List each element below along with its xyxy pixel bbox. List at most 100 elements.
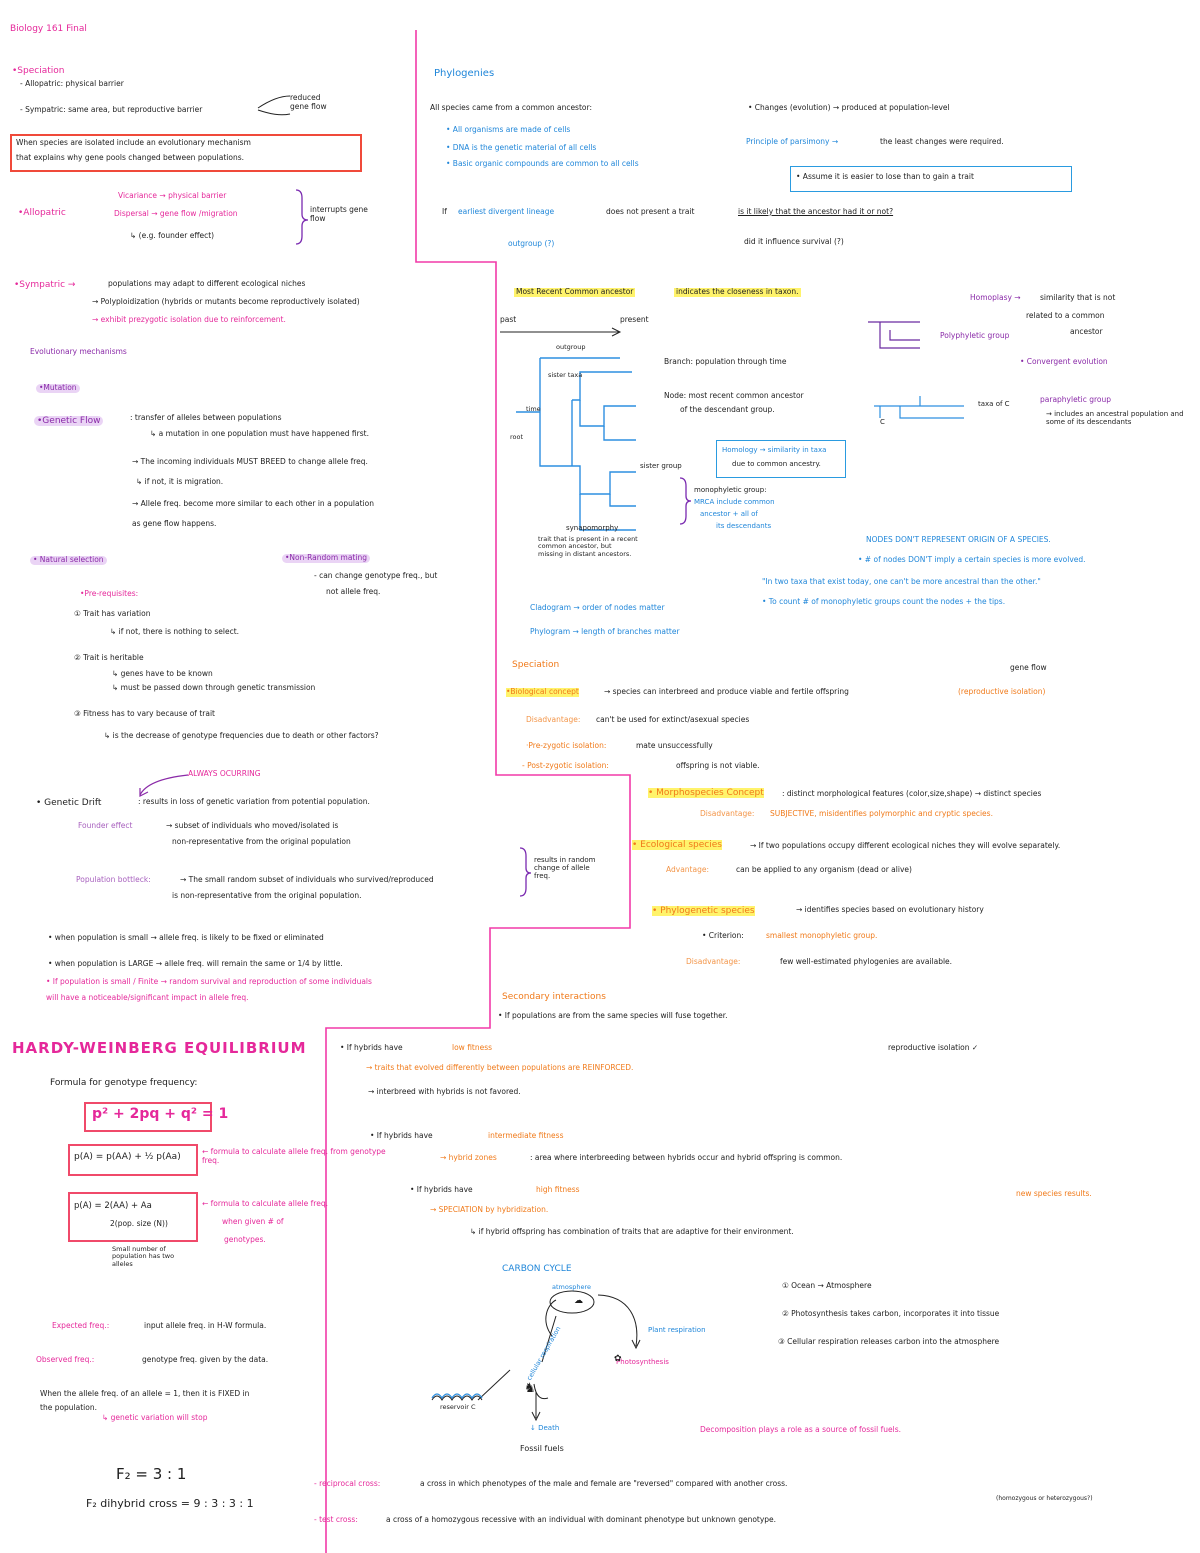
assume-box [790, 166, 1072, 192]
founder-eg: ↳ (e.g. founder effect) [130, 231, 215, 240]
taxa-c: taxa of C [978, 400, 1010, 408]
morphospecies: • Morphospecies Concept [648, 788, 764, 799]
tree-outgroup: outgroup [556, 343, 586, 351]
earliest-1: If [442, 207, 447, 216]
parsimony: Principle of parsimony → [746, 137, 839, 146]
observed-freq: Observed freq.: [36, 1355, 95, 1364]
homoplasy-def-1: similarity that is not [1040, 293, 1116, 302]
nodes-1: NODES DON'T REPRESENT ORIGIN OF A SPECIE… [866, 535, 1051, 544]
gf-3: → Allele freq. become more similar to ea… [132, 499, 374, 508]
founder-def-1: → subset of individuals who moved/isolat… [166, 821, 339, 830]
sympatric-1: populations may adapt to different ecolo… [108, 279, 306, 288]
biological-def: → species can interbreed and produce via… [604, 687, 849, 696]
reduced-gene-flow: reduced gene flow [290, 93, 327, 111]
phylogram: Phylogram → length of branches matter [530, 627, 680, 636]
ca-3: • Basic organic compounds are common to … [446, 159, 639, 168]
f2-dihybrid: F₂ dihybrid cross = 9 : 3 : 3 : 1 [86, 1497, 254, 1510]
allopatric-label: •Allopatric [18, 208, 66, 218]
fixed-2: the population. [40, 1403, 97, 1412]
box-text-2: that explains why gene pools changed bet… [16, 153, 245, 162]
prereq-1b: ↳ if not, there is nothing to select. [110, 627, 240, 636]
eco-advantage-def: can be applied to any organism (dead or … [736, 865, 912, 874]
polyphyletic-label: Polyphyletic group [940, 331, 1010, 340]
homoplasy-def-3: ancestor [1070, 327, 1103, 336]
morpho-disadvantage: Disadvantage: [700, 809, 755, 818]
ca-1: • All organisms are made of cells [446, 125, 571, 134]
reciprocal-def: a cross in which phenotypes of the male … [420, 1479, 788, 1488]
reproductive-isolation: (reproductive isolation) [958, 687, 1046, 696]
nodes-4: • To count # of monophyletic groups coun… [762, 597, 1006, 606]
gf-def: : transfer of alleles between population… [130, 413, 282, 422]
intermediate-fitness: intermediate fitness [488, 1131, 564, 1140]
pA2-denominator: 2(pop. size (N)) [110, 1219, 168, 1228]
mrca-def: indicates the closeness in taxon. [674, 287, 801, 297]
page-title: Biology 161 Final [10, 24, 87, 34]
finite-2: will have a noticeable/significant impac… [46, 993, 249, 1002]
genetic-drift-def: : results in loss of genetic variation f… [138, 797, 370, 806]
branch-def: Branch: population through time [664, 357, 787, 366]
secondary-def: • If populations are from the same speci… [498, 1011, 728, 1020]
high-fitness: high fitness [536, 1185, 580, 1194]
c-label: C [880, 418, 885, 426]
dispersal: Dispersal → gene flow /migration [114, 209, 238, 218]
phylo-disadvantage-def: few well-estimated phylogenies are avail… [780, 957, 953, 966]
homology-box [716, 440, 846, 478]
synapomorphy-def: trait that is present in a recent common… [538, 535, 638, 558]
changes: • Changes (evolution) → produced at popu… [748, 103, 950, 112]
gf-mutation: ↳ a mutation in one population must have… [150, 429, 369, 438]
prereq-1: ① Trait has variation [74, 609, 151, 618]
new-species: new species results. [1016, 1189, 1092, 1198]
prezygotic-def: mate unsuccessfully [636, 741, 713, 750]
pA2-note-1: ← formula to calculate allele freq. [202, 1199, 328, 1208]
expected-freq: Expected freq.: [52, 1321, 110, 1330]
pA2-sub: Small number of population has two allel… [112, 1245, 175, 1268]
influence: did it influence survival (?) [744, 237, 844, 246]
speciation-heading: •Speciation [12, 66, 65, 76]
pA-formula: p(A) = p(AA) + ½ p(Aa) [74, 1152, 181, 1162]
not-favored: → interbreed with hybrids is not favored… [368, 1087, 521, 1096]
gene-flow-top: gene flow [1010, 663, 1047, 672]
large-population: • when population is LARGE → allele freq… [48, 959, 343, 968]
sister-group: sister group [640, 462, 682, 470]
formula-label: Formula for genotype frequency: [50, 1078, 198, 1088]
carbon-step-2: ② Photosynthesis takes carbon, incorpora… [782, 1309, 1000, 1318]
random-change-note: results in random change of allele freq. [534, 856, 596, 881]
death-label: ↓ Death [530, 1424, 560, 1432]
finite-1: • If population is small / Finite → rand… [46, 977, 372, 986]
high-1: • If hybrids have [410, 1185, 473, 1194]
node-def-2: of the descendant group. [680, 405, 775, 414]
prezygotic: ·Pre-zygotic isolation: [526, 741, 607, 750]
pA-note: ← formula to calculate allele freq. from… [202, 1147, 386, 1165]
founder-def-2: non-representative from the original pop… [172, 837, 351, 846]
box-text-1: When species are isolated include an evo… [16, 138, 251, 147]
fixed-1: When the allele freq. of an allele = 1, … [40, 1389, 250, 1398]
prereq-2: ② Trait is heritable [74, 653, 144, 662]
reciprocal-cross: - reciprocal cross: [314, 1479, 381, 1488]
paraphyletic-def: → includes an ancestral population and s… [1046, 410, 1184, 427]
homology-2: due to common ancestry. [732, 460, 821, 468]
cladogram: Cladogram → order of nodes matter [530, 603, 665, 612]
carbon-cycle-heading: CARBON CYCLE [502, 1264, 572, 1274]
genetic-flow: •Genetic Flow [34, 416, 104, 427]
test-cross-def: a cross of a homozygous recessive with a… [386, 1515, 777, 1524]
bottleneck-def-1: → The small random subset of individuals… [180, 875, 434, 884]
criterion: • Criterion: [702, 931, 744, 940]
mono-3: ancestor + all of [700, 510, 758, 518]
ecological-def: → If two populations occupy different ec… [750, 841, 1061, 850]
phylogenies-heading: Phylogenies [434, 68, 495, 79]
phylogenetic-def: → identifies species based on evolutiona… [796, 905, 984, 914]
phylogenetic-species: • Phylogenetic species [652, 906, 755, 917]
secondary-interactions: Secondary interactions [502, 992, 606, 1002]
postzygotic-def: offspring is not viable. [676, 761, 760, 770]
disadvantage-1-def: can't be used for extinct/asexual specie… [596, 715, 750, 724]
disadvantage-1: Disadvantage: [526, 715, 581, 724]
tree-root: root [510, 433, 524, 441]
earliest-lineage: earliest divergent lineage [458, 207, 555, 216]
carbon-cycle-drawing [431, 1290, 641, 1422]
intermediate-1: • If hybrids have [370, 1131, 433, 1140]
prereq-2b: ↳ genes have to be known [112, 669, 213, 678]
criterion-def: smallest monophyletic group. [766, 931, 878, 940]
reproductive-isolation-2: reproductive isolation ✓ [888, 1043, 979, 1052]
animal-icon: ♞ [524, 1381, 536, 1396]
ecological-species: • Ecological species [632, 840, 722, 851]
